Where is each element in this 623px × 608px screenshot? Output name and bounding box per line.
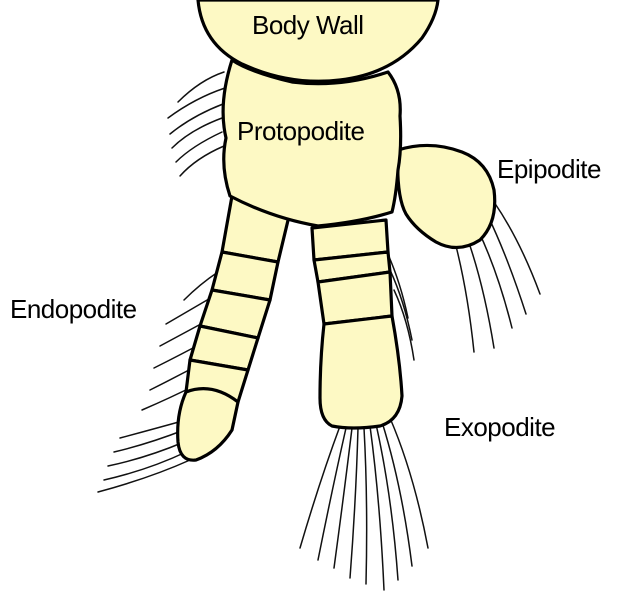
exopodite (312, 220, 402, 428)
label-exopodite: Exopodite (444, 412, 555, 442)
label-body-wall: Body Wall (252, 10, 364, 40)
label-epipodite: Epipodite (497, 154, 601, 184)
label-endopodite: Endopodite (10, 294, 137, 324)
epipodite (398, 145, 495, 247)
label-protopodite: Protopodite (237, 116, 365, 146)
